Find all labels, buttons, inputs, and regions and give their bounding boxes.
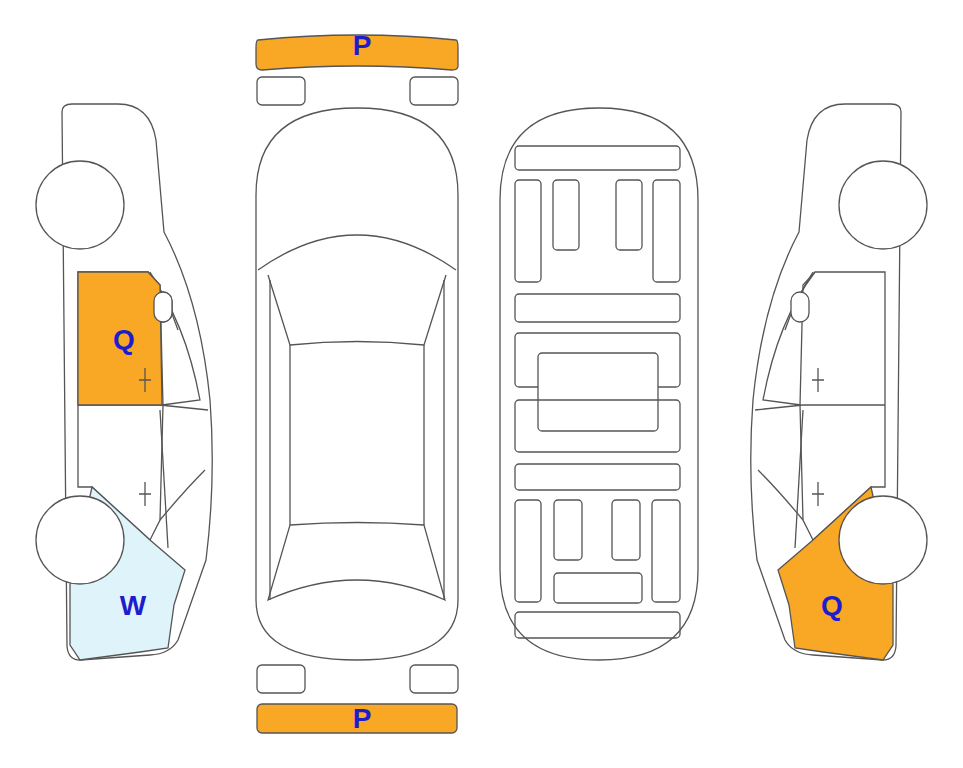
wheel	[36, 496, 124, 584]
panel-code: Q	[113, 326, 135, 354]
wheel	[36, 161, 124, 249]
bumper-code: P	[353, 705, 372, 733]
rear-bumper	[257, 704, 457, 733]
underside-body	[500, 108, 698, 660]
panel-code: W	[120, 592, 146, 620]
top-view-body	[256, 108, 458, 660]
left-door-panel	[78, 272, 162, 405]
panel-code: Q	[821, 592, 843, 620]
bumper-code: P	[353, 32, 372, 60]
